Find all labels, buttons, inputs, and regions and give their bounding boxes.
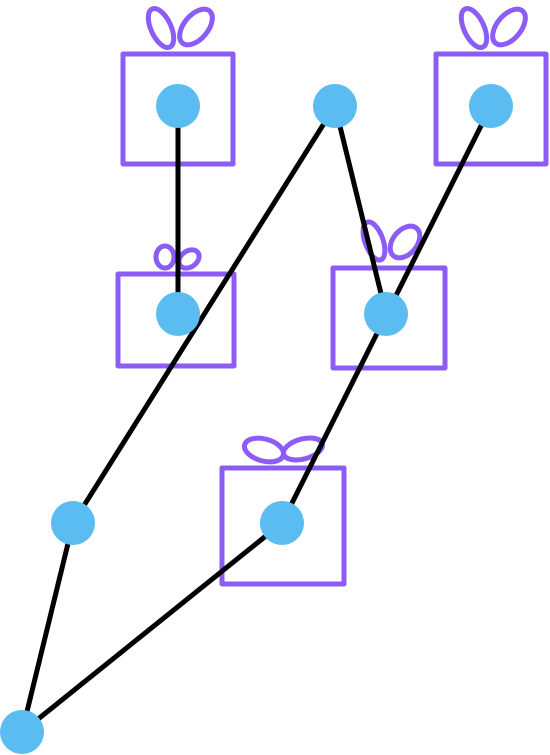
gift-bow-right-loop (387, 223, 423, 261)
node-n2 (313, 84, 357, 128)
node-n8 (0, 710, 44, 754)
edge-n6-n8 (19, 520, 76, 735)
nodes-layer (0, 84, 513, 754)
gift-boxes-layer (115, 6, 549, 587)
edge-n7-n8 (19, 520, 285, 735)
node-n4 (156, 292, 200, 336)
gift-box-n3 (433, 6, 549, 167)
gift-box-body (433, 51, 549, 167)
gift-bow-left-loop (458, 6, 490, 50)
gift-bow-left-loop (360, 219, 388, 263)
gift-box-n7 (219, 435, 347, 587)
gift-bow-left-loop (153, 243, 177, 271)
node-n6 (51, 501, 95, 545)
gift-bow-left-loop (145, 6, 177, 50)
node-n1 (156, 84, 200, 128)
gift-box-body (330, 265, 448, 371)
node-n5 (364, 292, 408, 336)
edge-n2-n5 (332, 103, 389, 317)
edge-n2-n6 (70, 103, 338, 526)
node-n7 (260, 501, 304, 545)
gift-bow-right-loop (177, 6, 215, 48)
gift-box-n5 (330, 219, 448, 371)
node-n3 (469, 84, 513, 128)
gift-box-body (219, 465, 347, 587)
gift-bow-right-loop (490, 6, 528, 48)
